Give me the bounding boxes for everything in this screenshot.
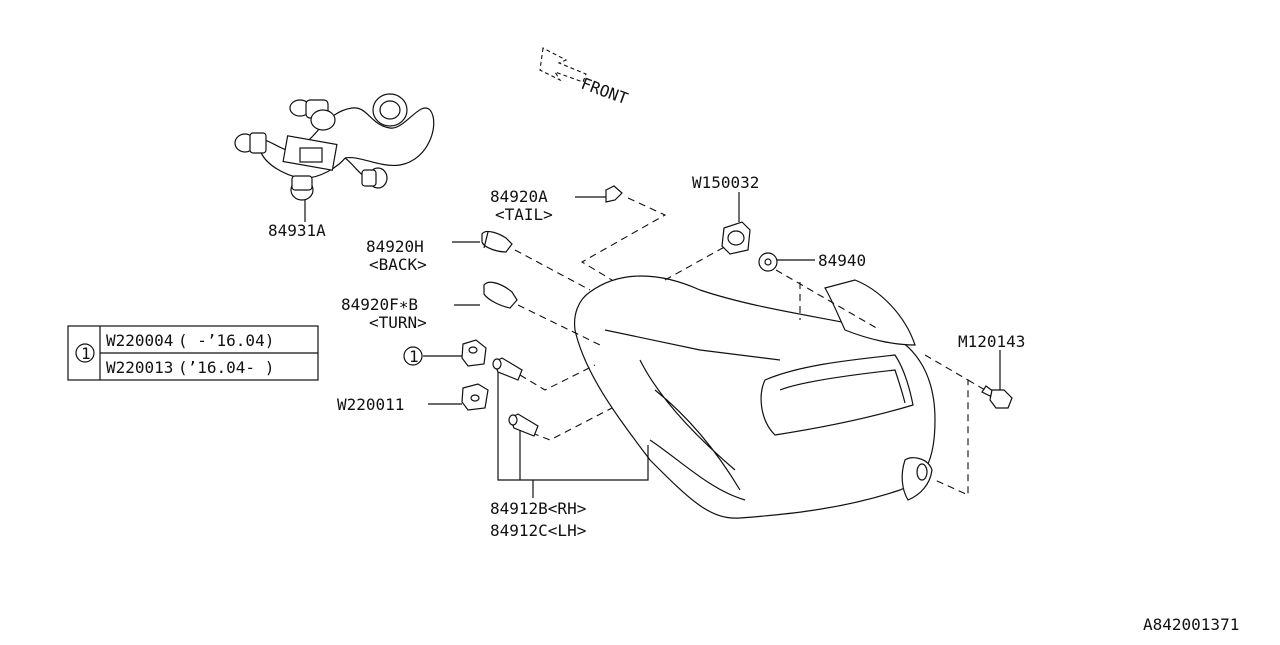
legend-ref-circle [75,343,95,363]
legend-table [67,325,319,381]
front-label: FRONT [579,74,631,108]
back-bulb-note: <BACK> [369,255,427,274]
part-number-bolt[interactable]: M120143 [958,332,1025,351]
callout-circle [403,346,423,366]
screw-icon [492,357,523,381]
part-number-turn-bulb[interactable]: 84920F∗B [341,295,418,314]
washer-icon [758,252,778,272]
legend-date-range: (’16.04- ) [178,358,274,377]
tail-bulb-note: <TAIL> [495,205,553,224]
legend-part-number[interactable]: W220013 [106,358,173,377]
legend-date-range: ( -’16.04) [178,331,274,350]
part-number-back-bulb[interactable]: 84920H [366,237,424,256]
clip-icon [461,339,487,367]
back-bulb-icon [481,230,513,253]
wiring-harness-icon [234,93,435,222]
tail-lamp-assembly-icon [573,275,936,519]
part-number-screw-lh[interactable]: 84912C<LH> [490,521,586,540]
legend-ref: 1 [81,344,91,363]
turn-bulb-note: <TURN> [369,313,427,332]
clip-icon [461,383,489,411]
part-number-washer[interactable]: 84940 [818,251,866,270]
front-arrow-icon [539,47,587,83]
legend-part-number[interactable]: W220004 [106,331,173,350]
screw-bracket-lines [497,372,649,498]
screw-icon [508,413,539,437]
part-number-tail-bulb[interactable]: 84920A [490,187,548,206]
tail-bulb-icon [605,185,623,203]
assembly-guide-lines [514,197,986,496]
part-number-harness[interactable]: 84931A [268,221,326,240]
part-number-grommet[interactable]: W150032 [692,173,759,192]
turn-bulb-icon [483,281,518,309]
bolt-icon [981,385,1013,409]
diagram-id: A842001371 [1143,615,1239,634]
grommet-icon [721,221,751,255]
part-number-screw-rh[interactable]: 84912B<RH> [490,499,586,518]
part-number-clip[interactable]: W220011 [337,395,404,414]
callout-ref: 1 [409,347,419,366]
